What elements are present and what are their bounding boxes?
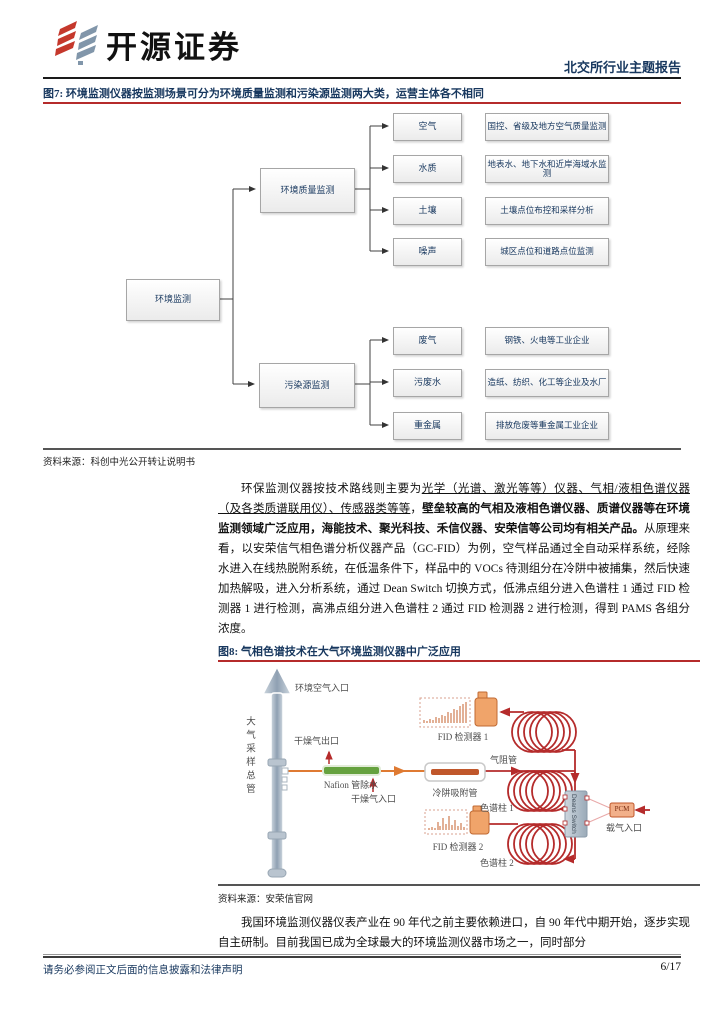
node-branch-pollution: 污染源监测 <box>259 363 355 408</box>
body-paragraph-2: 我国环境监测仪器仪表产业在 90 年代之前主要依赖进口，自 90 年代中期开始，… <box>218 917 690 949</box>
label-ambient-air-inlet: 环境空气入口 <box>295 683 350 693</box>
node-leaf-noise: 噪声 <box>393 238 462 266</box>
fig8-title: 图8: 气相色谱技术在大气环境监测仪器中广泛应用 <box>218 646 461 658</box>
desc-noise: 城区点位和道路点位监测 <box>485 238 609 266</box>
chromatogram-1 <box>419 697 471 728</box>
desc-heavymetal: 排放危废等重金属工业企业 <box>485 412 609 440</box>
fid-detector-2-icon <box>469 805 490 835</box>
label-carrier-gas-inlet: 载气入口 <box>606 823 643 833</box>
node-leaf-wastegas: 废气 <box>393 327 462 355</box>
node-leaf-soil: 土壤 <box>393 197 462 225</box>
label-dry-gas-inlet: 干燥气入口 <box>351 794 397 804</box>
restrictor-coil <box>511 711 577 753</box>
fig7-source: 资料来源：科创中光公开转让说明书 <box>43 458 196 468</box>
node-leaf-air: 空气 <box>393 113 462 141</box>
node-leaf-heavymetal: 重金属 <box>393 412 462 440</box>
chromatogram-2 <box>424 809 468 835</box>
fig8-source: 资料来源：安荣信官网 <box>218 895 314 905</box>
node-leaf-wastewater: 污废水 <box>393 369 462 397</box>
footer-rule-thin <box>43 954 681 955</box>
desc-air: 国控、省级及地方空气质量监测 <box>485 113 609 141</box>
sampling-tube <box>261 665 293 878</box>
fid-detector-1-icon <box>474 691 498 727</box>
p1-bold: 壁垒较高的气相及液相色谱仪器、质谱仪器等在环境监测领域广泛应用，海能技术、聚光科… <box>218 503 690 535</box>
fig7-title-rule <box>43 102 681 104</box>
label-column2: 色谱柱 2 <box>480 858 514 868</box>
footer-disclaimer: 请务必参阅正文后面的信息披露和法律声明 <box>43 965 243 976</box>
column-1-coil <box>507 770 573 812</box>
label-column1: 色谱柱 1 <box>480 803 514 813</box>
node-branch-quality: 环境质量监测 <box>260 168 355 213</box>
header-rule <box>43 77 681 79</box>
fig8-title-rule <box>218 660 700 662</box>
fig7-diagram: 环境监测 环境质量监测 污染源监测 空气 水质 土壤 噪声 国控、省级及地方空气… <box>43 105 681 450</box>
fig8-diagram: 环境空气入口 大气采样总管 干燥气出口 Nafion 管除水 干燥气入口 冷阱吸… <box>218 664 700 886</box>
p1-rest: 从原理来看，以安荣信气相色谱分析仪器产品（GC-FID）为例，空气样品通过全自动… <box>218 523 691 635</box>
label-restrictor: 气阻管 <box>490 755 518 765</box>
fig7-title: 图7: 环境监测仪器按监测场景可分为环境质量监测和污染源监测两大类，运营主体各不… <box>43 88 484 100</box>
brand-logo-icon <box>54 18 102 66</box>
label-cold-trap: 冷阱吸附管 <box>432 788 478 798</box>
body-paragraph-1: 环保监测仪器按技术路线则主要为光学（光谱、激光等等）仪器、气相/液相色谱仪器（及… <box>218 479 690 639</box>
p1-pre: 环保监测仪器按技术路线则主要为 <box>241 483 422 495</box>
label-pcm: PCM <box>614 805 630 813</box>
node-root: 环境监测 <box>126 279 220 321</box>
desc-water: 地表水、地下水和近岸海域水监测 <box>485 155 609 183</box>
column-2-coil <box>507 823 573 865</box>
label-fid2: FID 检测器 2 <box>432 842 484 852</box>
label-fid1: FID 检测器 1 <box>437 732 489 742</box>
pcm-box <box>609 802 635 818</box>
fig7-connectors <box>218 123 389 428</box>
footer-page-number: 6/17 <box>660 961 681 973</box>
logo-swoosh-icon <box>55 21 98 65</box>
desc-soil: 土壤点位布控和采样分析 <box>485 197 609 225</box>
p1-mid: ， <box>410 503 423 515</box>
desc-wastegas: 钢铁、火电等工业企业 <box>485 327 609 355</box>
label-sampling-manifold: 大气采样总管 <box>244 716 254 797</box>
footer-rule-thick <box>43 956 681 958</box>
brand-name: 开源证券 <box>106 30 242 65</box>
report-type-label: 北交所行业主题报告 <box>563 60 681 75</box>
deans-switch-box <box>562 790 590 838</box>
nafion-dryer <box>322 765 381 776</box>
desc-wastewater: 造纸、纺织、化工等企业及水厂 <box>485 369 609 397</box>
label-nafion: Nafion 管除水 <box>323 780 379 790</box>
p1-underlined: 光学（光谱、激光等等）仪器、气相/液相色谱仪器（及各类质谱联用仪）、传感器类等等 <box>218 483 690 515</box>
cold-trap <box>424 762 486 782</box>
fig8-schematic <box>261 665 650 878</box>
label-dry-gas-outlet: 干燥气出口 <box>294 736 340 746</box>
label-deans-switch: Deans Switch <box>570 794 577 834</box>
node-leaf-water: 水质 <box>393 155 462 183</box>
